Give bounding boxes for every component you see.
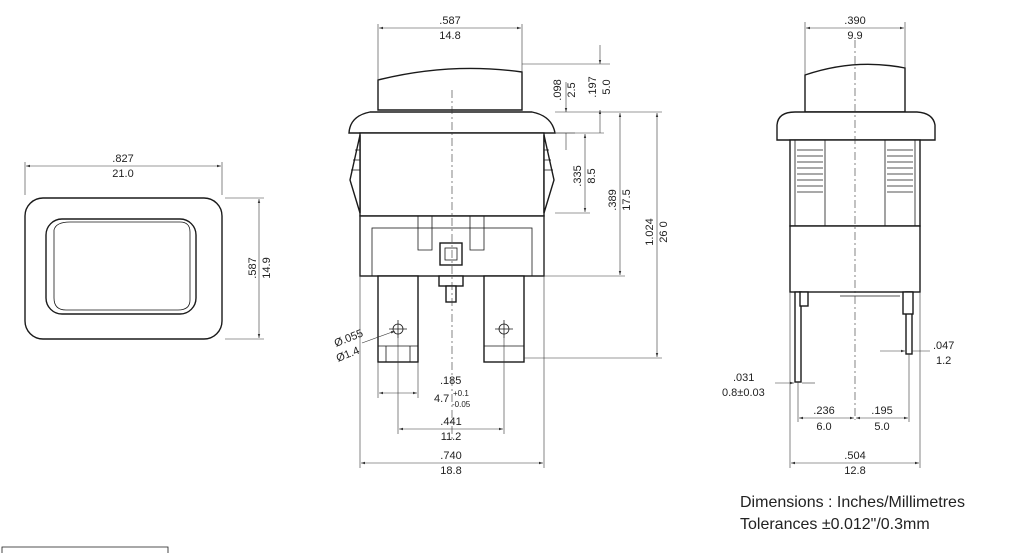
front-width-mm: 21.0 — [112, 168, 133, 180]
thickness-mm: 0.8±0.03 — [722, 387, 765, 399]
total-mm: 26 0 — [658, 221, 670, 242]
lens-outline — [45, 218, 197, 315]
offset-a-mm: 6.0 — [816, 421, 831, 433]
cap-height-mm: 5.0 — [601, 79, 613, 94]
offset-b-mm: 5.0 — [874, 421, 889, 433]
left-terminal — [377, 275, 419, 363]
tab-in: .185 — [440, 375, 461, 387]
offset-b-in: .195 — [871, 405, 892, 417]
cap-height-in: .197 — [587, 76, 599, 97]
end-flange — [776, 111, 936, 141]
clip-in: .335 — [572, 165, 584, 186]
left-clip — [349, 134, 361, 214]
body-mm: 17.5 — [621, 189, 633, 210]
terminal-in: .047 — [933, 340, 954, 352]
pitch-mm: 11.2 — [441, 431, 462, 443]
end-view: .390 9.9 .047 1.2 .031 0.8±0.03 .236 6.0… — [722, 15, 954, 477]
units-note: Dimensions : Inches/Millimetres — [740, 494, 965, 511]
side-view: .587 14.8 .098 2.5 .197 5.0 .335 8.5 .38… — [333, 15, 670, 477]
thickness-in: .031 — [733, 372, 754, 384]
tab-tol-minus: -0.05 — [452, 400, 471, 409]
end-body-in: .504 — [844, 450, 865, 462]
cap-width-in: .587 — [439, 15, 460, 27]
front-height-in: .587 — [247, 257, 259, 278]
hole-leader — [361, 330, 396, 344]
end-body-mm: 12.8 — [844, 465, 865, 477]
front-view: .827 21.0 .587 14.9 — [24, 153, 273, 340]
rocker-cap — [377, 67, 523, 111]
title-block-frame — [1, 546, 169, 553]
center-stem — [439, 242, 463, 266]
overall-in: .740 — [440, 450, 461, 462]
terminal-mm: 1.2 — [936, 355, 951, 367]
cap-rise-in: .098 — [552, 79, 564, 100]
total-in: 1.024 — [644, 218, 656, 246]
clip-mm: 8.5 — [586, 168, 598, 183]
overall-mm: 18.8 — [440, 465, 461, 477]
right-clip — [543, 134, 555, 214]
end-cap-in: .390 — [844, 15, 865, 27]
tab-tol-plus: +0.1 — [453, 389, 469, 398]
cap-width-mm: 14.8 — [439, 30, 460, 42]
front-height-mm: 14.9 — [261, 257, 273, 278]
tab-mm: 4.7 — [434, 393, 449, 405]
body-in: .389 — [607, 189, 619, 210]
lens-inner — [53, 221, 191, 311]
cap-rise-mm: 2.5 — [566, 82, 578, 97]
front-width-in: .827 — [112, 153, 133, 165]
end-cap-mm: 9.9 — [847, 30, 862, 42]
offset-a-in: .236 — [813, 405, 834, 417]
pitch-in: .441 — [440, 416, 461, 428]
tolerance-note: Tolerances ±0.012"/0.3mm — [740, 516, 930, 533]
